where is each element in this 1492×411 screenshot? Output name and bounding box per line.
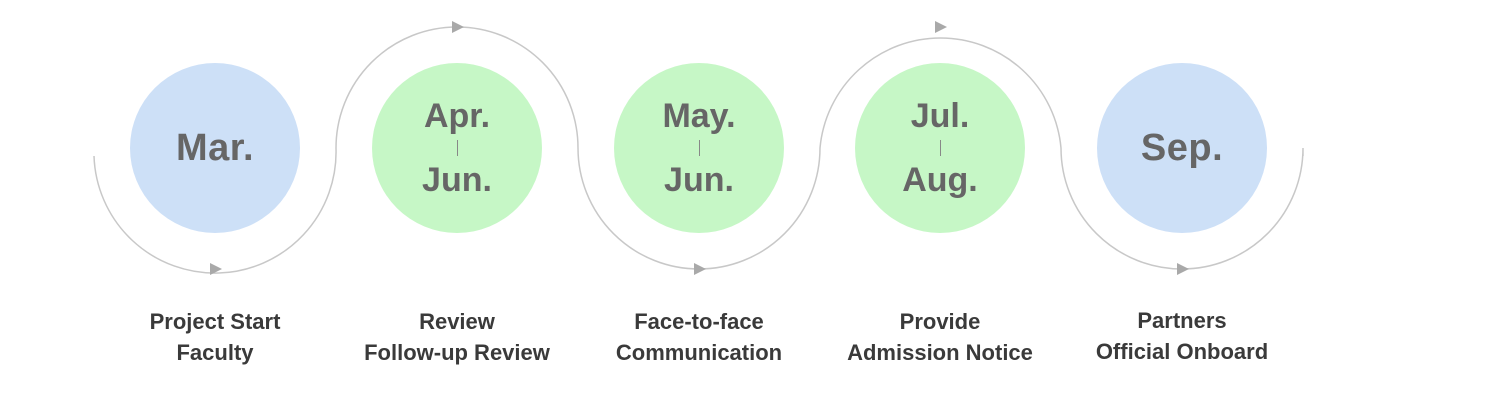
- arrowhead-icon: [935, 21, 947, 33]
- period-circle-sep: Sep.: [1097, 63, 1267, 233]
- period-circle-mar: Mar.: [130, 63, 300, 233]
- period-end-label: Aug.: [902, 161, 978, 199]
- caption-line-1: Review: [419, 309, 495, 334]
- caption-line-1: Project Start: [149, 309, 281, 334]
- step-caption-provide: Provide Admission Notice: [820, 306, 1060, 368]
- caption-line-1: Face-to-face: [634, 309, 764, 334]
- arrowhead-icon: [1177, 263, 1189, 275]
- period-circle-jul-aug: Jul. Aug.: [855, 63, 1025, 233]
- step-caption-project-start: Project Start Faculty: [95, 306, 335, 368]
- arrowhead-icon: [694, 263, 706, 275]
- step-caption-face-to-face: Face-to-face Communication: [579, 306, 819, 368]
- period-start-label: May.: [662, 97, 736, 135]
- period-divider: [456, 140, 458, 156]
- step-caption-partners: Partners Official Onboard: [1062, 305, 1302, 367]
- period-start-label: Apr.: [423, 97, 491, 135]
- caption-line-2: Follow-up Review: [364, 340, 550, 365]
- caption-line-1: Partners: [1137, 308, 1227, 333]
- period-circle-apr-jun: Apr. Jun.: [372, 63, 542, 233]
- caption-line-2: Official Onboard: [1095, 339, 1269, 364]
- caption-line-2: Faculty: [176, 340, 254, 365]
- period-label: Mar.: [175, 126, 255, 169]
- period-divider: [698, 140, 700, 156]
- caption-line-1: Provide: [899, 309, 981, 334]
- period-end-label: Jun.: [422, 161, 492, 199]
- arrow-group: [210, 21, 1189, 275]
- period-end-label: Jun.: [664, 161, 734, 199]
- period-label: Sep.: [1140, 126, 1224, 169]
- period-divider: [939, 140, 941, 156]
- caption-line-2: Communication: [615, 340, 783, 365]
- step-caption-review: Review Follow-up Review: [337, 306, 577, 368]
- period-circle-may-jun: May. Jun.: [614, 63, 784, 233]
- arrowhead-icon: [452, 21, 464, 33]
- caption-line-2: Admission Notice: [847, 340, 1033, 365]
- arrowhead-icon: [210, 263, 222, 275]
- period-start-label: Jul.: [910, 97, 970, 135]
